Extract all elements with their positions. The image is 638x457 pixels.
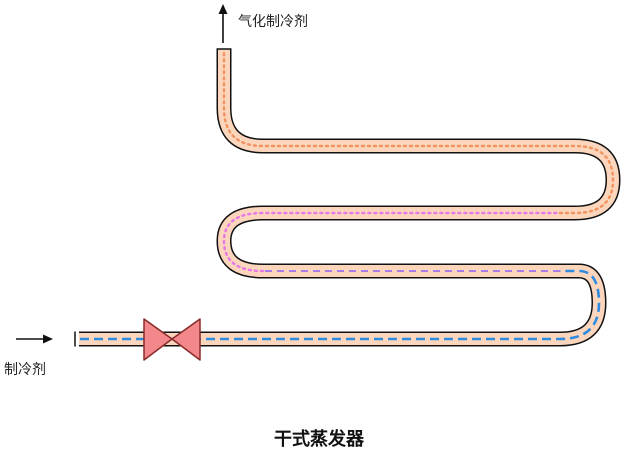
diagram-caption: 干式蒸发器 <box>274 428 365 450</box>
inlet-label: 制冷剂 <box>4 362 46 378</box>
vapor-flow-orange <box>222 50 615 215</box>
outlet-label: 气化制冷剂 <box>238 14 308 30</box>
liquid-refrigerant-flow <box>80 269 601 341</box>
vapor-flow-pink <box>222 211 562 273</box>
evaporator-tube <box>79 49 619 345</box>
evaporator-tube-outline <box>79 49 621 347</box>
outlet-arrow-icon <box>218 4 228 43</box>
expansion-valve-icon <box>143 318 201 361</box>
inlet-arrow-icon <box>16 334 53 344</box>
